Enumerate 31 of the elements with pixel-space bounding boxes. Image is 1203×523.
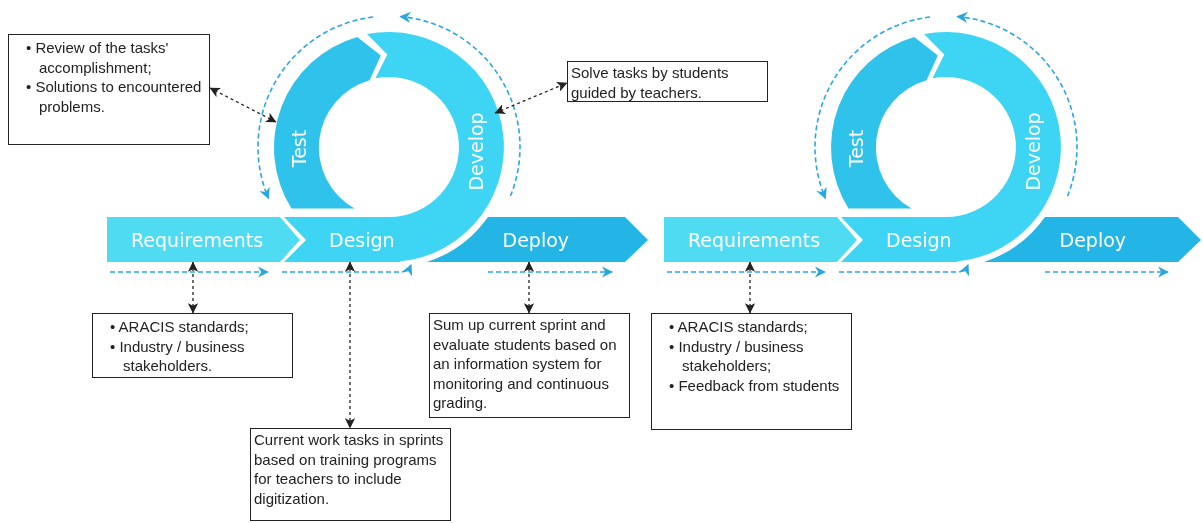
note-text: Current work tasks in sprints based on training programs for teachers to include digitization. (254, 430, 445, 508)
stage-label: Test (847, 129, 867, 167)
stage-label: Develop (466, 112, 486, 192)
note-text: Sum up current sprint and evaluate students based on an information system for monitoring and continuous grading. (433, 315, 618, 413)
connector-arrow (344, 261, 356, 429)
note-box (250, 428, 451, 521)
note-text: Solve tasks by students guided by teachers. (571, 63, 730, 102)
note-box (92, 313, 293, 378)
stage-label: Test (290, 129, 310, 167)
bullet-item: • Review of the tasks' accomplishment; (25, 38, 170, 77)
note-box (651, 313, 852, 430)
bullet-item: • Feedback from students (668, 375, 841, 395)
connector-arrow (209, 87, 277, 123)
stage-label: Design (329, 230, 395, 250)
connector-arrow (494, 82, 568, 114)
stage-label: Requirements (688, 230, 821, 250)
note-box (567, 61, 768, 102)
note-box (8, 34, 210, 145)
connector-arrow (523, 261, 535, 314)
bullet-item: • Industry / business stakeholders; (668, 336, 805, 376)
connector-arrow (744, 261, 756, 314)
stage-label: Deploy (1059, 230, 1127, 250)
stage-label: Deploy (502, 230, 570, 250)
bullet-item: • Solutions to encountered problems. (25, 77, 203, 116)
connector-arrow (187, 261, 199, 314)
stage-label: Requirements (131, 230, 264, 250)
bullet-item: • ARACIS standards; (109, 317, 250, 337)
stage-label: Develop (1023, 112, 1043, 192)
bullet-item: • ARACIS standards; (668, 317, 809, 337)
stage-label: Design (886, 230, 952, 250)
bullet-item: • Industry / business stakeholders. (109, 336, 246, 376)
